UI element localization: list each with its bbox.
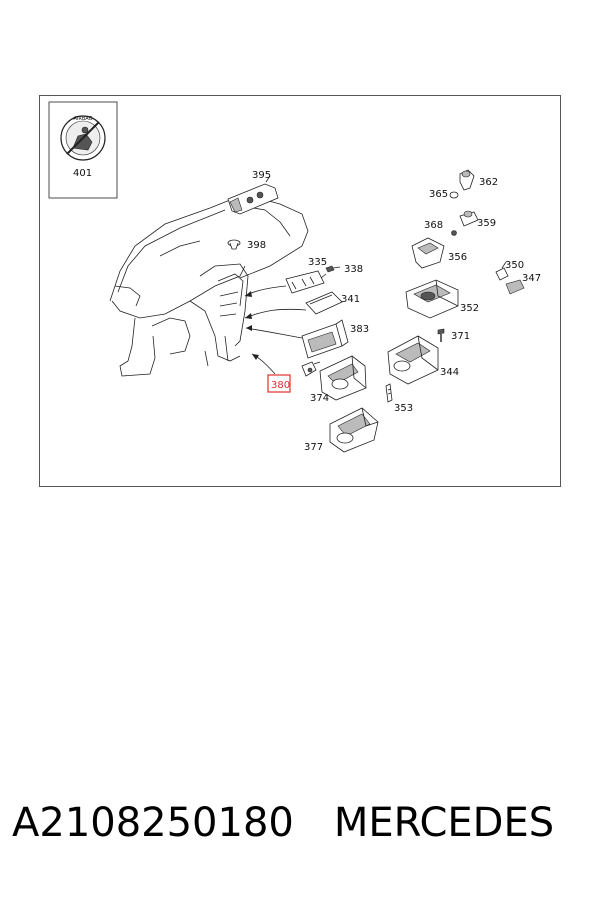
airbag-warning-icon: AIRBAG: [60, 115, 106, 161]
callout-356: 356: [448, 252, 467, 263]
callout-374: 374: [310, 393, 329, 404]
callout-338: 338: [344, 264, 363, 275]
part-380-bracket: [301, 361, 321, 377]
callout-352: 352: [460, 303, 479, 314]
part-398-clip: [227, 239, 241, 250]
highlight-box: [267, 374, 291, 393]
part-335-switch-panel: [285, 270, 327, 294]
callout-398: 398: [247, 240, 266, 251]
part-352-cupholder: [405, 279, 459, 319]
airbag-icon-text: AIRBAG: [73, 116, 92, 122]
callout-383: 383: [350, 324, 369, 335]
brand-name: MERCEDES: [333, 800, 555, 846]
callout-labels: 401 395 365 362 398 368 359 356 335 338 …: [73, 168, 541, 453]
part-356-storage-bin: [411, 237, 445, 269]
part-362-knob: [459, 169, 475, 191]
part-341-cover: [305, 291, 343, 315]
part-383-control-unit: [301, 319, 349, 359]
callout-335: 335: [308, 257, 327, 268]
part-395-instrument-cluster: [227, 175, 279, 215]
part-359-switch: [459, 210, 479, 227]
callout-377: 377: [304, 442, 323, 453]
callout-347: 347: [522, 273, 541, 284]
part-number-caption: A2108250180 MERCEDES: [12, 800, 592, 860]
callout-341: 341: [341, 294, 360, 305]
part-374-housing: [319, 355, 367, 401]
callout-359: 359: [477, 218, 496, 229]
part-344-console-box: [387, 335, 439, 385]
exploded-view-drawing: AIRBAG: [48, 101, 541, 453]
part-338-screw: [325, 265, 341, 273]
part-368-spring: [451, 230, 457, 236]
part-347-cover: [505, 279, 525, 295]
airbag-inset: AIRBAG: [48, 101, 118, 199]
part-371-screw: [437, 328, 445, 342]
part-353-pin: [385, 383, 393, 403]
callout-371: 371: [451, 331, 470, 342]
callout-380-highlight: 380: [267, 374, 291, 393]
dashboard-assembly: [109, 195, 309, 377]
parts-diagram: AIRBAG: [39, 95, 561, 487]
callout-395: 395: [252, 170, 271, 181]
callout-365: 365: [429, 189, 448, 200]
part-number: A2108250180: [12, 800, 294, 846]
callout-401: 401: [73, 168, 92, 179]
callout-344: 344: [440, 367, 459, 378]
callout-380: 380: [271, 380, 290, 391]
assembly-arrows: [244, 285, 307, 375]
part-350-latch: [495, 261, 509, 281]
callout-368: 368: [424, 220, 443, 231]
part-365-cap: [449, 191, 459, 199]
callout-362: 362: [479, 177, 498, 188]
part-377-ashtray: [329, 407, 379, 453]
callout-350: 350: [505, 260, 524, 271]
callout-353: 353: [394, 403, 413, 414]
